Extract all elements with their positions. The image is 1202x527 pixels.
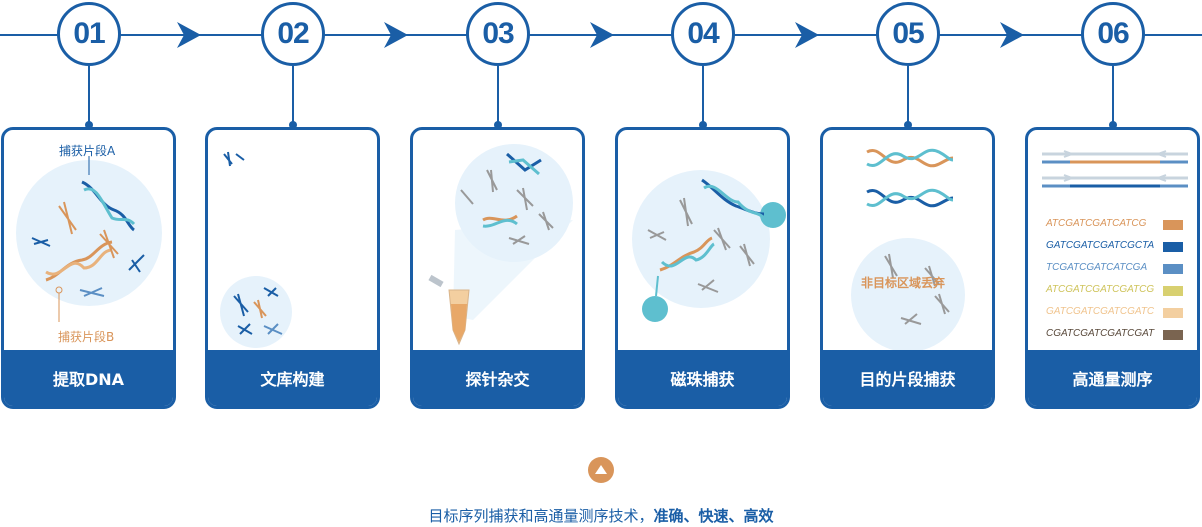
dna-helix-icon (884, 253, 950, 325)
fragment-b-label: 捕获片段B (58, 330, 115, 344)
step-label-1: 提取DNA (4, 350, 173, 406)
dna-pool-bubble (16, 160, 162, 306)
step-card-4: 磁珠捕获 (615, 127, 790, 409)
dna-helix-icon (233, 287, 283, 335)
step-number-3: 03 (466, 2, 530, 66)
sequence-row: CGATCGATCGATCGAT (1046, 328, 1183, 342)
connector (292, 66, 294, 124)
discard-bubble (851, 238, 965, 352)
connector-dot (699, 121, 707, 129)
sequence-text: TCGATCGATCATCGA (1046, 262, 1148, 273)
sequence-text: GATCGATCGATCGATC (1046, 306, 1155, 317)
connector (497, 66, 499, 124)
library-fragments-icon (223, 151, 245, 167)
step-number-4: 04 (671, 2, 735, 66)
caption-emphasis: 准确、快速、高效 (653, 507, 774, 525)
sequence-swatch (1163, 242, 1183, 252)
arrow-icon (1000, 22, 1024, 48)
step-label-4: 磁珠捕获 (618, 350, 787, 406)
step-label-2: 文库构建 (208, 350, 377, 406)
sequence-text: ATCGATCGATCGATCG (1046, 284, 1155, 295)
dna-helix-icon (647, 178, 766, 297)
connector (1112, 66, 1114, 124)
probe-tube-icon (428, 152, 573, 346)
step-card-1: 捕获片段A 捕获片段B 提取DNA (1, 127, 176, 409)
step-label-5: 目的片段捕获 (823, 350, 992, 406)
dna-helix-icon (31, 156, 145, 322)
sequence-swatch (1163, 286, 1183, 296)
connector (702, 66, 704, 124)
sequence-row: TCGATCGATCATCGA (1046, 262, 1183, 276)
sequence-row: ATCGATCGATCATCG (1046, 218, 1183, 232)
step-label-3: 探针杂交 (413, 350, 582, 406)
sequence-swatch (1163, 308, 1183, 318)
sequence-swatch (1163, 220, 1183, 230)
caption-main: 目标序列捕获和高通量测序技术， (428, 507, 654, 525)
magnetic-bead (760, 202, 786, 228)
step-number-1: 01 (57, 2, 121, 66)
sequence-swatch (1163, 330, 1183, 340)
connector-dot (85, 121, 93, 129)
connector (88, 66, 90, 124)
sequence-text: ATCGATCGATCATCG (1046, 218, 1147, 229)
library-bubble (220, 276, 292, 348)
sequence-swatch (1163, 264, 1183, 274)
timeline-arrows (177, 22, 1024, 48)
connector-dot (904, 121, 912, 129)
step-card-3: 探针杂交 (410, 127, 585, 409)
arrow-icon (590, 22, 614, 48)
arrow-icon (177, 22, 201, 48)
connector-dot (289, 121, 297, 129)
step-card-5: 非目标区域丢弃 目的片段捕获 (820, 127, 995, 409)
sequence-text: CGATCGATCGATCGAT (1046, 328, 1155, 339)
sequence-row: ATCGATCGATCGATCG (1046, 284, 1183, 298)
target-fragment-icon (866, 148, 954, 208)
step-number-5: 05 (876, 2, 940, 66)
sequence-row: GATCGATCGATCGCTA (1046, 240, 1183, 254)
connector-dot (494, 121, 502, 129)
step-card-2: 文库构建 (205, 127, 380, 409)
magnetic-bead (642, 296, 668, 322)
fragment-a-label: 捕获片段A (59, 144, 116, 158)
arrow-icon (384, 22, 408, 48)
sequence-row: GATCGATCGATCGATC (1046, 306, 1183, 320)
sequence-text: GATCGATCGATCGCTA (1046, 240, 1155, 251)
summary-caption: 目标序列捕获和高通量测序技术，准确、快速、高效 (0, 505, 1202, 526)
discard-label: 非目标区域丢弃 (861, 276, 946, 290)
caret-up-icon (588, 457, 614, 483)
step-label-6: 高通量测序 (1028, 350, 1197, 406)
sequencing-reads-icon (1042, 150, 1188, 188)
connector-dot (1109, 121, 1117, 129)
arrow-icon (795, 22, 819, 48)
step-number-2: 02 (261, 2, 325, 66)
step-number-6: 06 (1081, 2, 1145, 66)
step-card-6: ATCGATCGATCATCG GATCGATCGATCGCTA TCGATCG… (1025, 127, 1200, 409)
connector (907, 66, 909, 124)
